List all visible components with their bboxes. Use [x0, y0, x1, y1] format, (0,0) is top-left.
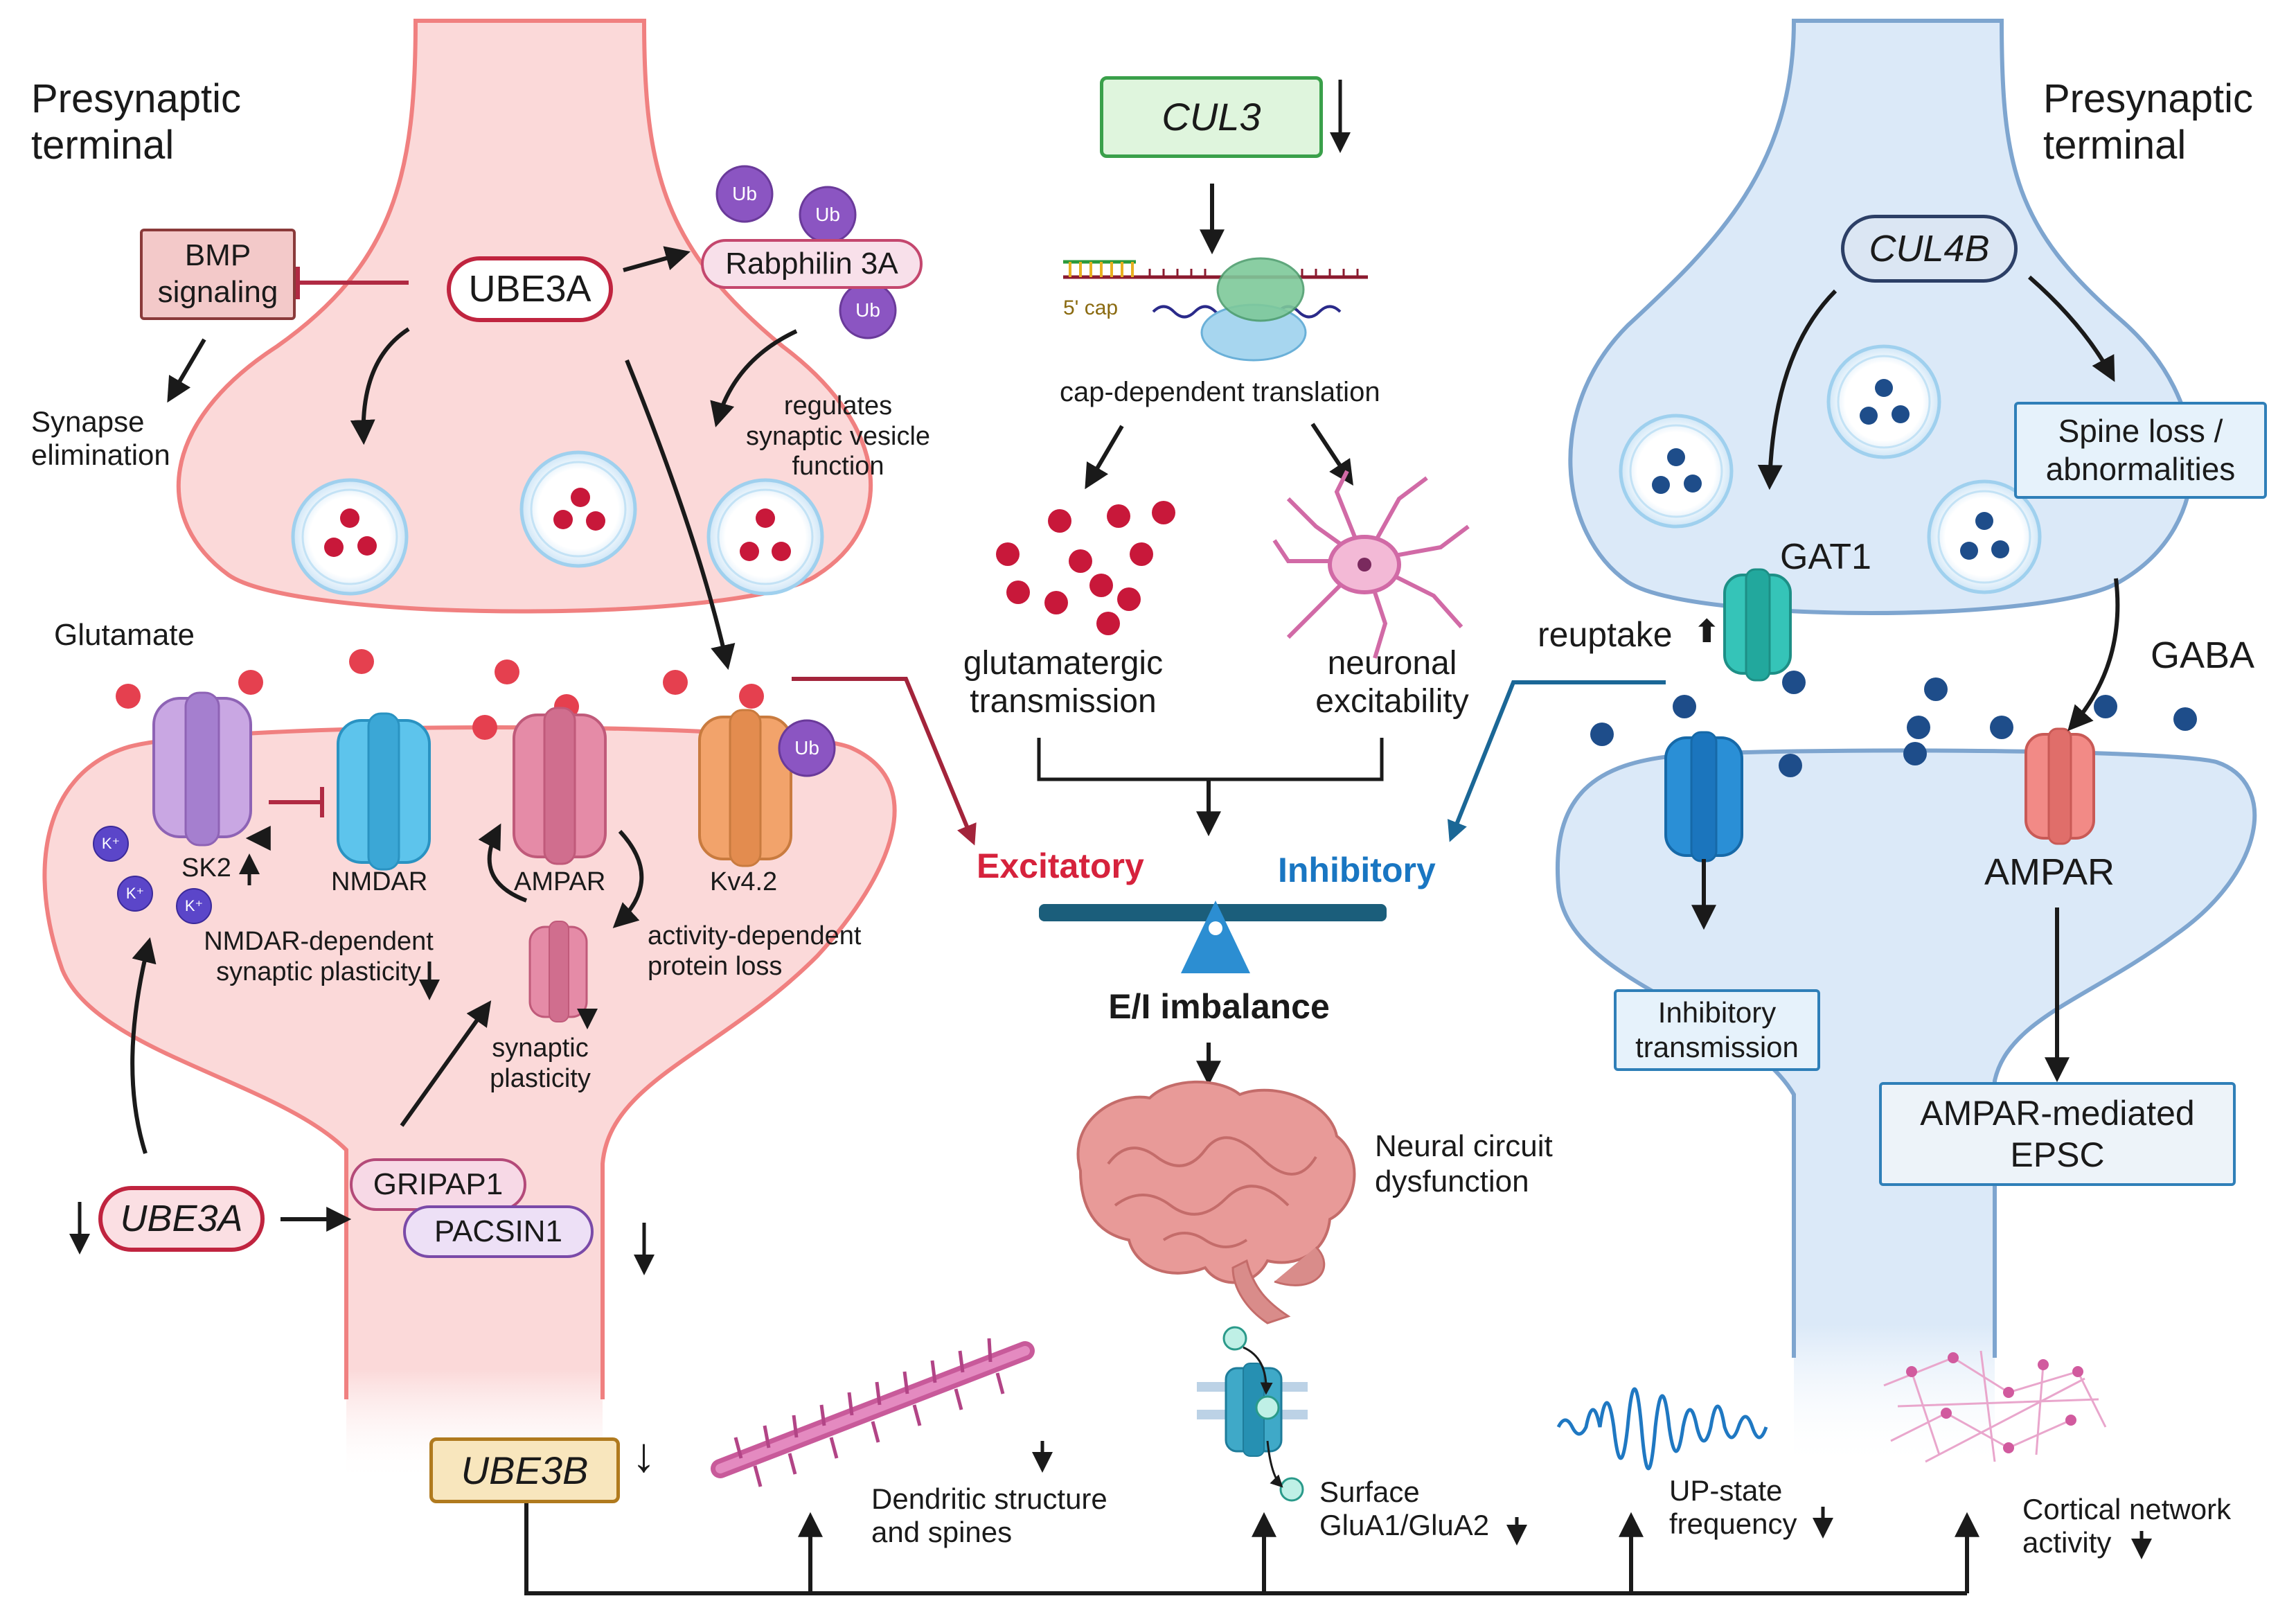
vesicle-function-label: regulates synaptic vesicle function — [745, 391, 931, 481]
nmdar-plasticity-label: NMDAR-dependent synaptic plasticity — [204, 927, 434, 986]
cul3-box: CUL3 — [1100, 76, 1323, 158]
ube3a-bottom-box: UBE3A — [98, 1186, 265, 1252]
neuron-cell — [1272, 470, 1470, 659]
kv42-label: Kv4.2 — [710, 867, 778, 896]
cortical-network — [1883, 1350, 2107, 1463]
sk2-channel — [152, 691, 252, 847]
left-vesicle-2 — [519, 450, 637, 568]
up-state-waveform — [1556, 1387, 1768, 1471]
five-prime-cap-label: 5' cap — [1063, 296, 1119, 319]
reuptake-up-arrow: ⬆ — [1693, 613, 1720, 649]
activity-loss-label: activity-dependent protein loss — [648, 921, 862, 981]
gaba-molecules — [1590, 671, 2197, 777]
cul4b-box: CUL4B — [1841, 215, 2018, 283]
right-vesicle-1 — [1619, 414, 1734, 529]
inhibitory-label: Inhibitory — [1278, 851, 1436, 889]
spine-loss-box: Spine loss / abnormalities — [2014, 402, 2267, 499]
small-arrows — [69, 80, 2152, 1559]
left-postsynaptic-terminal — [42, 725, 897, 1482]
nmdar-channel — [337, 712, 431, 871]
pacsin1-box: PACSIN1 — [403, 1205, 594, 1258]
ubiquitin-kv42 — [778, 719, 836, 777]
gaba-label: GABA — [2151, 635, 2255, 676]
ub-label-2: Ub — [815, 204, 840, 226]
neural-circuit-label: Neural circuit dysfunction — [1375, 1129, 1553, 1198]
ubiquitin-group-top — [715, 165, 897, 339]
inhibitory-arrow — [1447, 680, 1666, 842]
glutamate-cluster — [996, 501, 1175, 635]
kplus-label-2: K⁺ — [125, 884, 145, 902]
right-vesicle-3 — [1927, 479, 2042, 594]
ampar-channel — [513, 707, 607, 865]
inhibitory-transmission-box: Inhibitory transmission — [1614, 989, 1820, 1071]
seesaw-balance — [1039, 901, 1387, 973]
nmdar-label: NMDAR — [331, 867, 428, 896]
dendrite-illustration — [711, 1338, 1035, 1487]
dendritic-structure-label: Dendritic structure and spines — [871, 1482, 1107, 1549]
left-vesicle-1 — [291, 478, 409, 596]
rabphilin-3a-box: Rabphilin 3A — [701, 239, 923, 289]
bottom-up-arrows — [798, 1512, 1979, 1593]
center-arrows — [1085, 184, 1353, 1086]
right-ampar-channel — [2024, 727, 2095, 845]
ribosome — [1200, 257, 1307, 362]
ampar-label-right: AMPAR — [1984, 851, 2115, 893]
sk2-label: SK2 — [181, 853, 231, 883]
cap-translation-label: cap-dependent translation — [1060, 377, 1380, 407]
ampar-epsc-box: AMPAR-mediated EPSC — [1879, 1082, 2236, 1186]
ub-label-3: Ub — [855, 299, 880, 321]
reuptake-label: reuptake — [1538, 615, 1673, 654]
cortical-network-label: Cortical network activity — [2022, 1493, 2232, 1559]
excitatory-label: Excitatory — [977, 847, 1144, 885]
brain-illustration — [1076, 1080, 1356, 1325]
gripap1-box: GRIPAP1 — [350, 1158, 526, 1211]
synaptic-plasticity-label: synaptic plasticity — [490, 1034, 591, 1093]
gat1-label: GAT1 — [1780, 537, 1871, 577]
inhibition-sk2-nmdar — [269, 787, 324, 817]
kplus-label-1: K⁺ — [101, 834, 121, 852]
ube3b-box: UBE3B — [429, 1437, 620, 1503]
ub-label-1: Ub — [732, 183, 757, 205]
ampar-label-left: AMPAR — [514, 867, 606, 896]
ube3b-down-arrow: ↓ — [632, 1428, 656, 1482]
upstate-label: UP-state frequency — [1669, 1474, 1797, 1541]
bmp-signaling-box: BMP signaling — [140, 229, 296, 320]
glutamate-molecules — [116, 649, 764, 740]
glutamatergic-transmission-label: glutamatergic transmission — [963, 645, 1164, 720]
synapse-elimination-label: Synapse elimination — [31, 405, 170, 472]
excitatory-arrow — [792, 677, 977, 846]
right-vesicle-2 — [1826, 344, 1941, 459]
gaba-receptor — [1664, 731, 1743, 862]
right-arrows — [1691, 275, 2120, 1083]
left-arrows — [130, 246, 798, 1232]
surface-glua-channel — [1197, 1326, 1308, 1502]
neuronal-excitability-label: neuronal excitability — [1315, 645, 1469, 720]
kplus-label-3: K⁺ — [184, 896, 204, 914]
ei-imbalance-label: E/I imbalance — [1108, 987, 1330, 1026]
potassium-ions — [93, 826, 212, 924]
ub-label-kv42: Ub — [794, 737, 819, 759]
bottom-connector — [524, 1500, 1967, 1595]
ube3a-top-box: UBE3A — [447, 256, 613, 322]
surface-glua-label: Surface GluA1/GluA2 — [1319, 1476, 1490, 1542]
gat1-transporter — [1723, 568, 1792, 682]
left-vesicle-3 — [706, 478, 824, 596]
inhibition-bmp — [296, 267, 409, 299]
merge-lines — [1037, 738, 1384, 781]
internalized-ampar — [528, 921, 588, 1022]
left-terminal-label: Presynaptic terminal — [31, 76, 242, 168]
kv42-channel — [698, 709, 792, 867]
glutamate-label: Glutamate — [54, 618, 195, 652]
right-terminal-label: Presynaptic terminal — [2043, 76, 2254, 168]
